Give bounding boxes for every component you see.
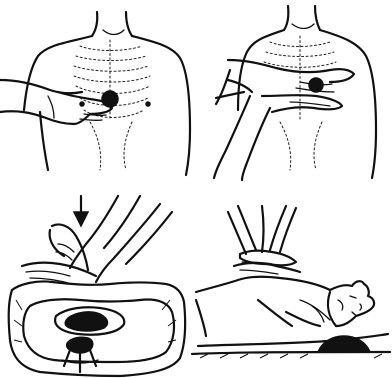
patient-face-profile: [330, 281, 374, 326]
finger-line: [240, 270, 278, 274]
costal-margin-line: [314, 122, 322, 170]
patient-mouth: [352, 312, 358, 316]
rib-line: [80, 46, 142, 51]
rib-line: [76, 56, 146, 61]
finger-line: [26, 271, 70, 276]
patient-nostril: [360, 304, 362, 310]
left-flank-outline: [40, 112, 48, 170]
rescuer-arm-outer-edge: [214, 96, 250, 178]
panel-hand-position-stacked: [214, 6, 376, 180]
panel-compression-side-view: [192, 206, 390, 358]
left-shoulder-outline: [238, 30, 284, 110]
patient-hip-outline: [196, 300, 206, 336]
rescuer-arm-upper-edge: [0, 80, 82, 93]
patient-arm-outline: [286, 312, 320, 326]
patient-head-outline: [328, 292, 336, 326]
upper-hand-outline: [228, 60, 354, 82]
rib-line: [74, 66, 148, 71]
down-arrow-icon: [74, 212, 88, 226]
collar-line: [312, 306, 324, 322]
right-shoulder-outline: [132, 36, 190, 175]
neck-right-line: [315, 6, 320, 30]
costal-margin-line: [280, 122, 291, 170]
nipple-right: [146, 102, 150, 106]
patient-shoulder-line: [300, 300, 330, 320]
neck-right-line: [126, 12, 132, 36]
rescuer-arm-center: [262, 206, 264, 252]
wrist-crease: [48, 96, 54, 118]
rescuer-arm-mid-edge: [104, 196, 140, 248]
rescuer-arm-upper-edge: [70, 196, 118, 268]
ground-hatch: [200, 354, 382, 358]
patient-chest-outline: [196, 277, 330, 292]
patient-ear: [338, 300, 343, 310]
lower-hand-outline: [262, 95, 342, 112]
finger-line: [290, 102, 330, 106]
rescuer-arm-inner-edge: [242, 108, 270, 180]
panel-compression-cross-section: [9, 196, 186, 376]
lower-hand-outline: [22, 263, 96, 276]
neck-left-line: [284, 6, 288, 30]
neck-left-line: [92, 12, 97, 36]
nipple-left: [80, 102, 84, 106]
vertebra-process: [64, 350, 70, 366]
right-shoulder-outline: [320, 30, 376, 178]
collar-line: [292, 24, 314, 29]
finger-line: [58, 244, 74, 252]
vertebra-process: [90, 350, 96, 366]
heart: [65, 312, 107, 331]
rescuer-arm-lower-edge: [0, 111, 74, 124]
panel-hand-position-locate: [0, 12, 190, 175]
rescuer-arm-top-edge: [216, 70, 230, 104]
ground-line: [192, 352, 390, 354]
rib-line: [74, 76, 150, 82]
patient-eye: [350, 296, 356, 298]
costal-margin-line: [90, 122, 101, 170]
costal-margin-line: [124, 122, 132, 170]
collar-line: [103, 30, 124, 35]
